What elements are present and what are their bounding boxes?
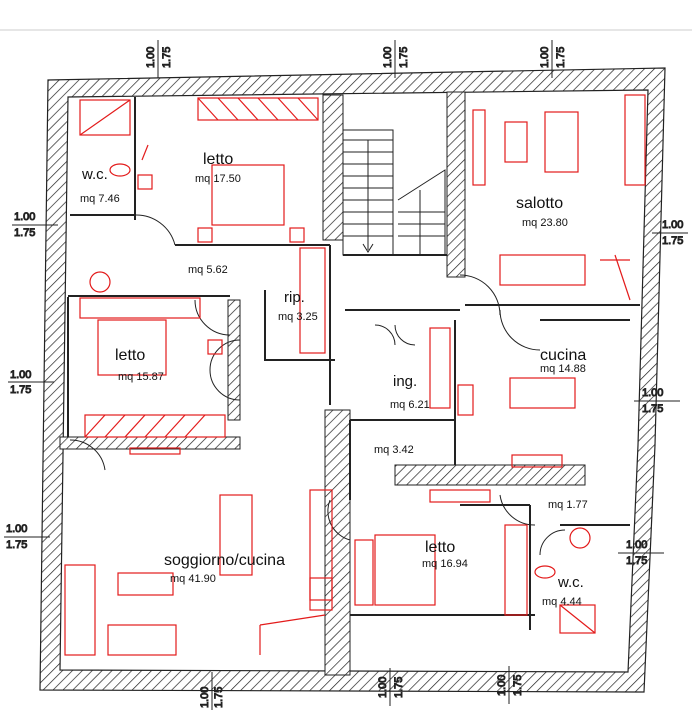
svg-text:1.75: 1.75 <box>398 47 410 68</box>
svg-text:1.75: 1.75 <box>161 47 173 68</box>
room-name-letto1: letto <box>203 151 233 168</box>
svg-text:1.00: 1.00 <box>662 219 683 231</box>
interior-walls <box>59 91 586 676</box>
furniture <box>64 94 646 656</box>
room-name-wc2: w.c. <box>557 574 584 591</box>
room-area-rip: mq 3.25 <box>278 311 318 323</box>
svg-text:1.75: 1.75 <box>6 539 27 551</box>
window-dim-right-3: 1.00 1.75 <box>618 539 664 568</box>
svg-text:1.75: 1.75 <box>662 235 683 247</box>
door-swings <box>69 214 566 556</box>
svg-text:1.00: 1.00 <box>377 677 389 698</box>
svg-text:1.00: 1.00 <box>539 47 551 68</box>
svg-text:1.00: 1.00 <box>382 47 394 68</box>
svg-text:1.00: 1.00 <box>14 211 35 223</box>
svg-text:1.00: 1.00 <box>642 387 663 399</box>
room-name-salotto: salotto <box>516 195 563 212</box>
room-name-letto2: letto <box>115 347 145 364</box>
room-name-ing: ing. <box>393 373 417 390</box>
window-dim-right-2: 1.00 1.75 <box>634 387 680 416</box>
room-area-cucina: mq 14.88 <box>540 363 586 375</box>
room-area-ing: mq 6.21 <box>390 399 430 411</box>
svg-text:1.00: 1.00 <box>496 675 508 696</box>
window-dim-bottom-1: 1.00 1.75 <box>199 672 226 710</box>
room-area-hall2: mq 3.42 <box>374 444 414 456</box>
room-area-wc2: mq 4.44 <box>542 596 582 608</box>
room-area-corridor: mq 5.62 <box>188 264 228 276</box>
svg-text:1.75: 1.75 <box>642 403 663 415</box>
svg-text:1.75: 1.75 <box>555 47 567 68</box>
svg-text:1.00: 1.00 <box>145 47 157 68</box>
svg-text:1.75: 1.75 <box>393 677 405 698</box>
window-dim-top-1: 1.00 1.75 <box>145 40 174 78</box>
room-name-rip: rip. <box>284 289 305 306</box>
svg-text:1.75: 1.75 <box>213 687 225 708</box>
window-dim-bottom-3: 1.00 1.75 <box>496 666 525 704</box>
staircase <box>342 129 446 256</box>
room-area-soggiorno: mq 41.90 <box>170 573 216 585</box>
room-area-letto3: mq 16.94 <box>422 558 468 570</box>
svg-text:1.00: 1.00 <box>6 523 27 535</box>
room-area-letto2: mq 15.87 <box>118 371 164 383</box>
room-area-wc1: mq 7.46 <box>80 193 120 205</box>
room-name-letto3: letto <box>425 539 455 556</box>
room-name-cucina: cucina <box>540 347 586 364</box>
window-dim-left-3: 1.00 1.75 <box>4 523 50 552</box>
svg-text:1.75: 1.75 <box>10 384 31 396</box>
room-name-soggiorno: soggiorno/cucina <box>164 552 285 569</box>
svg-text:1.00: 1.00 <box>626 539 647 551</box>
room-area-salotto: mq 23.80 <box>522 217 568 229</box>
window-dim-bottom-2: 1.00 1.75 <box>377 668 406 706</box>
window-dim-top-2: 1.00 1.75 <box>382 40 411 78</box>
room-area-letto1: mq 17.50 <box>195 173 241 185</box>
outer-wall <box>39 67 666 693</box>
svg-text:1.00: 1.00 <box>10 369 31 381</box>
room-labels: w.c. mq 7.46 letto mq 17.50 mq 5.62 rip.… <box>80 151 588 608</box>
room-area-hall3: mq 1.77 <box>548 499 588 511</box>
svg-text:1.75: 1.75 <box>626 555 647 567</box>
room-name-wc1: w.c. <box>81 166 108 183</box>
window-dim-top-3: 1.00 1.75 <box>539 40 568 78</box>
window-dim-right-1: 1.00 1.75 <box>652 219 688 248</box>
svg-text:1.75: 1.75 <box>14 227 35 239</box>
window-dimensions: 1.00 1.75 1.00 1.75 1.00 1.75 1.00 1.75 … <box>4 40 688 710</box>
window-dim-left-2: 1.00 1.75 <box>8 369 54 397</box>
window-dim-left-1: 1.00 1.75 <box>12 211 58 240</box>
svg-text:1.75: 1.75 <box>512 675 524 696</box>
svg-text:1.00: 1.00 <box>199 687 211 708</box>
